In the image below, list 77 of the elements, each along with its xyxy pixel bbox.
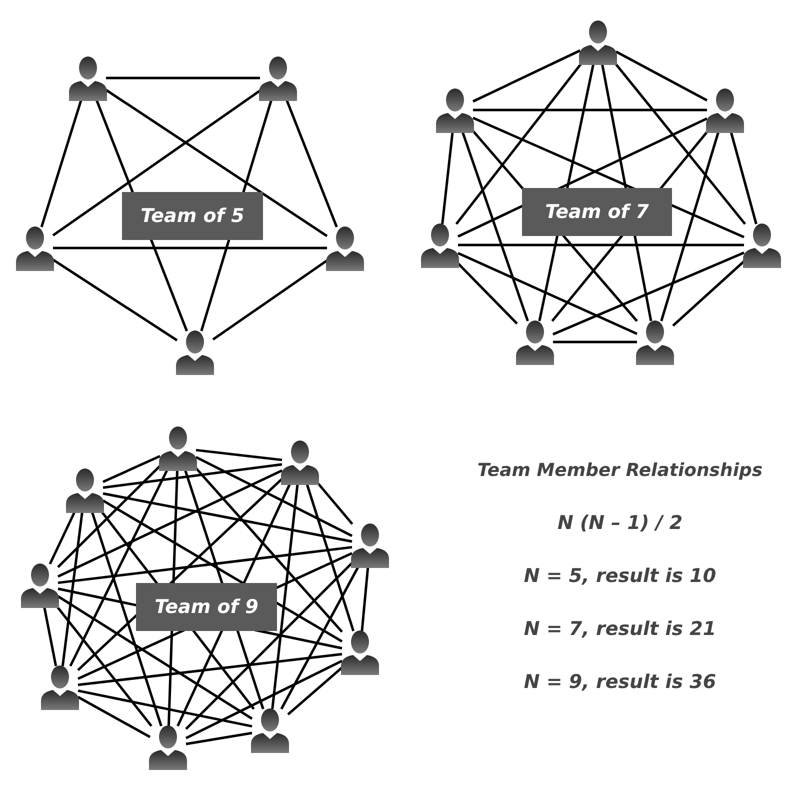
connector-line [457, 252, 638, 336]
person-icon [40, 664, 80, 710]
connector-line [457, 262, 518, 324]
connector-line [58, 546, 352, 584]
connector-line [553, 340, 637, 344]
connector-line [552, 252, 744, 336]
connector-line [61, 510, 84, 666]
connector-line [472, 49, 581, 103]
person-icon [742, 222, 782, 268]
connector-line [90, 510, 162, 726]
person-icon [420, 222, 460, 268]
formula-text: N = 7, result is 21 [524, 618, 716, 640]
connector-line [271, 482, 299, 710]
connector-line [660, 130, 720, 322]
connector-line [195, 456, 353, 538]
person-icon [340, 629, 380, 675]
connector-line [186, 732, 252, 746]
connector-line [185, 660, 343, 740]
person-icon [635, 319, 675, 365]
person-icon [325, 225, 365, 271]
connector-line [56, 605, 152, 727]
connector-line [105, 88, 328, 238]
person-icon [280, 439, 320, 485]
connector-line [52, 90, 261, 236]
connector-line [305, 482, 355, 632]
connector-line [102, 455, 161, 483]
person-icon [158, 425, 198, 471]
connector-line [730, 130, 758, 224]
connector-line [102, 463, 282, 489]
formula-text: N = 9, result is 36 [524, 671, 716, 693]
connector-line [78, 652, 342, 686]
connector-line [672, 260, 745, 327]
team-label: Team of 7 [522, 188, 672, 236]
connector-line [52, 258, 178, 342]
connector-line [461, 130, 529, 322]
connector-line [57, 464, 161, 568]
connector-line [316, 482, 354, 525]
person-icon [350, 522, 390, 568]
team-label: Team of 5 [122, 192, 263, 240]
connector-line [212, 259, 328, 341]
person-icon [20, 562, 60, 608]
person-icon [148, 724, 188, 770]
connector-line [77, 696, 151, 738]
connector-line [57, 469, 283, 578]
formula-text: N = 5, result is 10 [524, 565, 716, 587]
connector-line [78, 689, 252, 728]
connector-line [285, 98, 338, 228]
connector-line [360, 566, 370, 632]
formula-text: N (N – 1) / 2 [557, 512, 683, 534]
connector-line [287, 666, 343, 716]
heading: Team Member Relationships [477, 460, 763, 481]
team-label: Team of 9 [136, 583, 277, 631]
person-icon [175, 329, 215, 375]
person-icon [65, 467, 105, 513]
person-icon [705, 87, 745, 133]
connector-line [195, 467, 343, 633]
connector-line [615, 50, 708, 102]
person-icon [250, 707, 290, 753]
connector-line [185, 562, 353, 730]
connector-line [53, 246, 327, 250]
person-icon [435, 87, 475, 133]
connector-line [40, 98, 83, 228]
connector-line [106, 76, 260, 80]
connector-line [455, 62, 583, 225]
person-icon [515, 319, 555, 365]
person-icon [258, 55, 298, 101]
person-icon [15, 225, 55, 271]
person-icon [68, 55, 108, 101]
connector-line [102, 492, 352, 543]
connector-line [458, 244, 744, 246]
connector-line [42, 606, 58, 666]
connector-line [196, 448, 282, 462]
person-icon [578, 19, 618, 65]
connector-line [614, 62, 746, 225]
connector-line [441, 130, 454, 224]
connector-line [57, 595, 253, 720]
connector-line [473, 108, 707, 112]
